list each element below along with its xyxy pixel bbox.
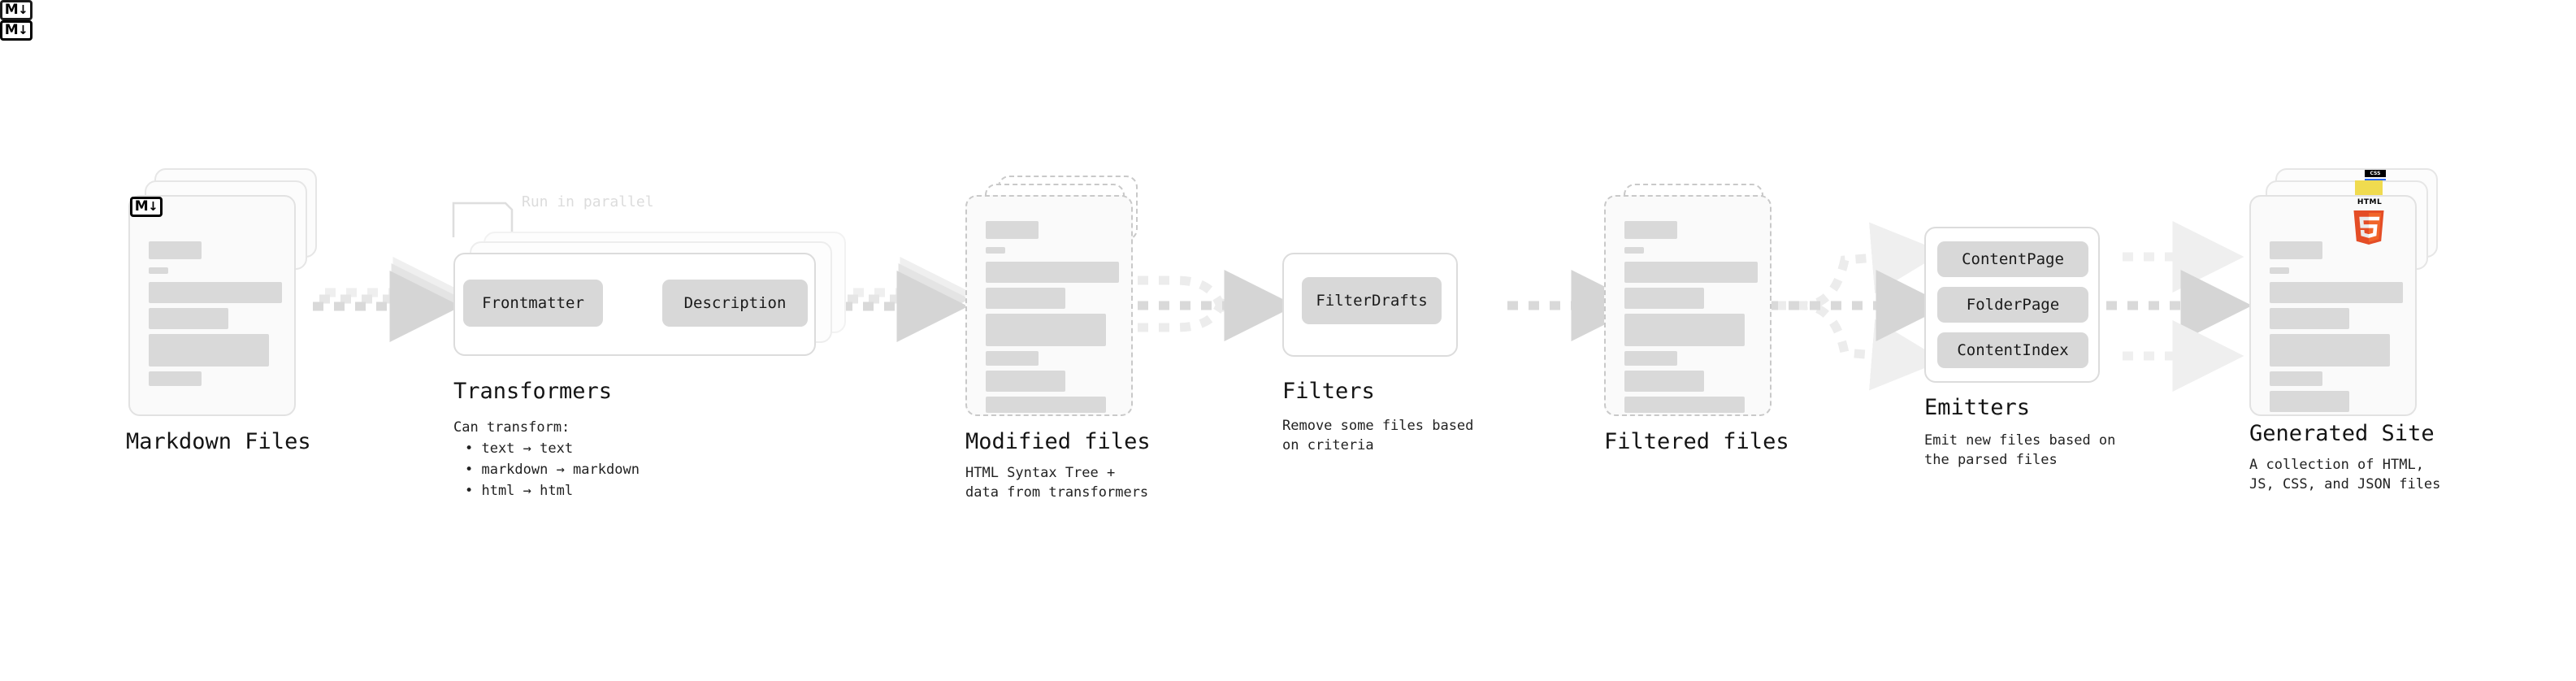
chip-label: FilterDrafts: [1316, 292, 1428, 310]
transformers-bullet-3: • html → html: [465, 483, 574, 499]
doc-line: [1624, 397, 1745, 413]
doc-line: [2270, 391, 2349, 412]
emitter-chip-folderpage[interactable]: FolderPage: [1937, 287, 2088, 323]
arrow-emitters-to-site: [2106, 221, 2253, 392]
doc-line: [149, 282, 282, 303]
doc-line: [2270, 267, 2289, 274]
markdown-files-title: Markdown Files: [126, 429, 311, 454]
doc-line: [149, 267, 168, 274]
doc-line: [149, 371, 202, 386]
filters-title: Filters: [1282, 379, 1375, 404]
transformers-bullet-1: • text → text: [465, 440, 574, 457]
html5-badge-label: HTML: [2357, 198, 2383, 206]
transformer-chip-description[interactable]: Description: [662, 280, 808, 327]
doc-line: [149, 308, 228, 329]
emitters-title: Emitters: [1924, 395, 2031, 420]
doc-line: [986, 247, 1005, 254]
doc-line: [986, 397, 1106, 413]
markdown-badge-front: M↓: [130, 197, 163, 217]
doc-line: [986, 262, 1119, 283]
doc-line: [149, 334, 269, 367]
filtered-card-front: [1604, 195, 1772, 416]
chip-label: FolderPage: [1966, 296, 2060, 314]
markdown-badge-text: M: [4, 2, 19, 18]
modified-files-title: Modified files: [965, 429, 1151, 454]
generated-site-description: A collection of HTML, JS, CSS, and JSON …: [2249, 457, 2441, 492]
doc-line: [2270, 334, 2390, 367]
modified-files-description: HTML Syntax Tree + data from transformer…: [965, 465, 1149, 501]
arrow-md-to-transformers: [313, 257, 465, 342]
css-badge-label: CSS: [2370, 171, 2381, 176]
markdown-badge-back-1: M↓: [0, 20, 33, 41]
generated-card-front: HTML: [2249, 195, 2417, 416]
doc-line: [149, 241, 202, 259]
doc-line: [1624, 247, 1644, 254]
emitter-chip-contentpage[interactable]: ContentPage: [1937, 241, 2088, 277]
doc-line: [1624, 221, 1677, 239]
doc-line: [986, 314, 1106, 346]
doc-line: [1624, 288, 1704, 309]
transformers-bullet-2: • markdown → markdown: [465, 462, 640, 478]
emitter-chip-contentindex[interactable]: ContentIndex: [1937, 332, 2088, 368]
doc-line: [2270, 308, 2349, 329]
transformer-chip-frontmatter[interactable]: Frontmatter: [463, 280, 603, 327]
markdown-files-stack: M↓ M↓ M↓: [0, 0, 317, 416]
arrow-filtered-to-emitters: [1767, 222, 1948, 391]
doc-line: [1624, 314, 1745, 346]
doc-line: [986, 371, 1065, 392]
modified-card-front: [965, 195, 1133, 416]
doc-line: [986, 221, 1039, 239]
filters-description: Remove some files based on criteria: [1282, 418, 1474, 453]
markdown-badge-text: M: [4, 22, 19, 38]
emitters-description: Emit new files based on the parsed files: [1924, 432, 2116, 468]
transformers-title: Transformers: [453, 379, 613, 404]
emitters-box[interactable]: ContentPage FolderPage ContentIndex: [1924, 227, 2100, 383]
doc-line: [2270, 371, 2322, 386]
generated-site-title: Generated Site: [2249, 421, 2435, 446]
chip-label: Frontmatter: [482, 294, 584, 312]
doc-line: [1624, 371, 1704, 392]
chip-label: ContentIndex: [1957, 341, 2069, 359]
run-in-parallel-annotation: Run in parallel: [522, 193, 654, 210]
markdown-badge-text: M: [134, 198, 149, 215]
doc-line: [2270, 282, 2403, 303]
markdown-card-front: M↓: [128, 195, 296, 416]
doc-line: [986, 351, 1039, 366]
chip-label: ContentPage: [1962, 250, 2064, 268]
chip-label: Description: [683, 294, 787, 312]
filter-chip-filterdrafts[interactable]: FilterDrafts: [1302, 277, 1442, 324]
markdown-badge-back-2: M↓: [0, 0, 33, 20]
filters-box[interactable]: FilterDrafts: [1282, 253, 1458, 357]
doc-line: [2270, 241, 2322, 259]
filtered-files-title: Filtered files: [1604, 429, 1789, 454]
doc-line: [986, 288, 1065, 309]
arrow-modified-to-filters: [1138, 270, 1296, 341]
js-badge: [2355, 180, 2383, 197]
transformers-description: Can transform:: [453, 419, 570, 436]
css-badge: CSS: [2365, 170, 2386, 182]
doc-line: [1624, 351, 1677, 366]
html5-icon: [2353, 210, 2384, 245]
doc-line: [1624, 262, 1758, 283]
